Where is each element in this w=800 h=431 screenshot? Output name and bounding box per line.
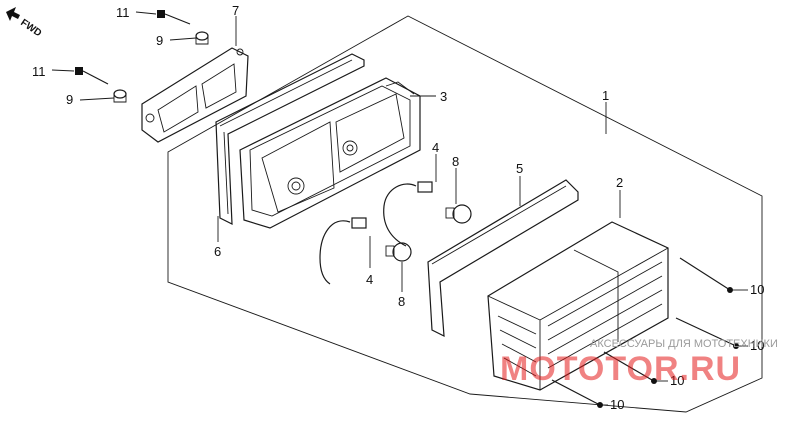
callout-10-d: 10: [610, 397, 624, 412]
housing-gasket: [215, 53, 365, 225]
grommet-bottom: [113, 89, 127, 103]
screw-top: [157, 10, 191, 25]
callout-11-top: 11: [116, 5, 130, 20]
callout-2: 2: [616, 175, 623, 190]
bulb-lower: [385, 242, 412, 262]
leader-11-bottom: [51, 69, 75, 72]
callout-9-top: 9: [156, 33, 163, 48]
watermark-tagline: АКСЕССУАРЫ ДЛЯ МОТОТЕХНИКИ: [590, 338, 778, 350]
bulb-upper: [445, 204, 472, 224]
leader-9-top: [169, 37, 197, 41]
lens-gasket: [427, 179, 579, 338]
arrow-icon: [6, 7, 20, 21]
leader-11-top: [135, 11, 157, 15]
bulb-socket-lower: [319, 217, 367, 285]
callout-9-bottom: 9: [66, 92, 73, 107]
lens-screw-d: [551, 379, 603, 408]
callout-4-bottom: 4: [366, 272, 373, 287]
lens: [487, 221, 669, 391]
bulb-socket-upper: [383, 181, 433, 247]
callout-10-c: 10: [670, 373, 684, 388]
fwd-indicator: FWD: [6, 7, 43, 39]
callout-7: 7: [232, 3, 239, 18]
callout-3: 3: [440, 89, 447, 104]
callout-5: 5: [516, 161, 523, 176]
lamp-housing: [239, 77, 421, 229]
callout-1: 1: [602, 88, 609, 103]
lens-screw-c: [603, 351, 657, 384]
lens-screw-b: [675, 317, 739, 349]
callout-6: 6: [214, 244, 221, 259]
assembly-boundary-outline: [167, 15, 763, 413]
screw-bottom: [75, 67, 109, 85]
callout-8-top: 8: [452, 154, 459, 169]
watermark-brand: MOTOTOR.RU: [500, 350, 741, 388]
leader-9-bottom: [79, 97, 115, 101]
mounting-bracket: [141, 47, 249, 143]
callout-8-bottom: 8: [398, 294, 405, 309]
callout-10-a: 10: [750, 282, 764, 297]
fwd-label: FWD: [18, 17, 43, 39]
grommet-top: [195, 31, 209, 45]
callout-4-top: 4: [432, 140, 439, 155]
lens-screw-a: [679, 257, 733, 293]
callout-11-bottom: 11: [32, 64, 46, 79]
callout-10-b: 10: [750, 338, 764, 353]
